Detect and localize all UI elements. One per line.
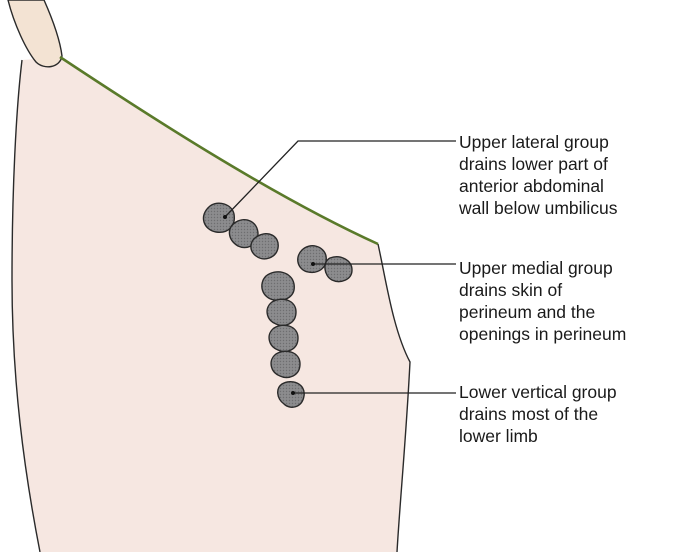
lower-vertical-line-1: Lower vertical group [459, 381, 617, 403]
upper-medial-line-2: drains skin of [459, 279, 626, 301]
lower-vertical-line-2: drains most of the [459, 403, 617, 425]
upper-medial-group-label: Upper medial group drains skin of perine… [459, 257, 626, 345]
leader-dot [223, 215, 227, 219]
lower-vertical-group-label: Lower vertical group drains most of the … [459, 381, 617, 447]
lymph-node [271, 351, 300, 377]
lymph-node [298, 246, 327, 273]
lymph-node [262, 272, 294, 301]
lymph-node [267, 299, 296, 325]
thigh-skin [12, 57, 410, 552]
upper-medial-line-1: Upper medial group [459, 257, 626, 279]
upper-lateral-line-1: Upper lateral group [459, 131, 618, 153]
upper-medial-line-4: openings in perineum [459, 323, 626, 345]
leader-dot [291, 391, 295, 395]
upper-lateral-line-2: drains lower part of [459, 153, 618, 175]
upper-lateral-line-4: wall below umbilicus [459, 197, 618, 219]
upper-lateral-line-3: anterior abdominal [459, 175, 618, 197]
lymph-node [269, 325, 298, 351]
lymph-node [325, 257, 352, 282]
upper-medial-line-3: perineum and the [459, 301, 626, 323]
lower-vertical-line-3: lower limb [459, 425, 617, 447]
lymph-node [251, 234, 278, 259]
leader-dot [311, 262, 315, 266]
hand-shape [8, 0, 62, 67]
upper-lateral-group-label: Upper lateral group drains lower part of… [459, 131, 618, 219]
